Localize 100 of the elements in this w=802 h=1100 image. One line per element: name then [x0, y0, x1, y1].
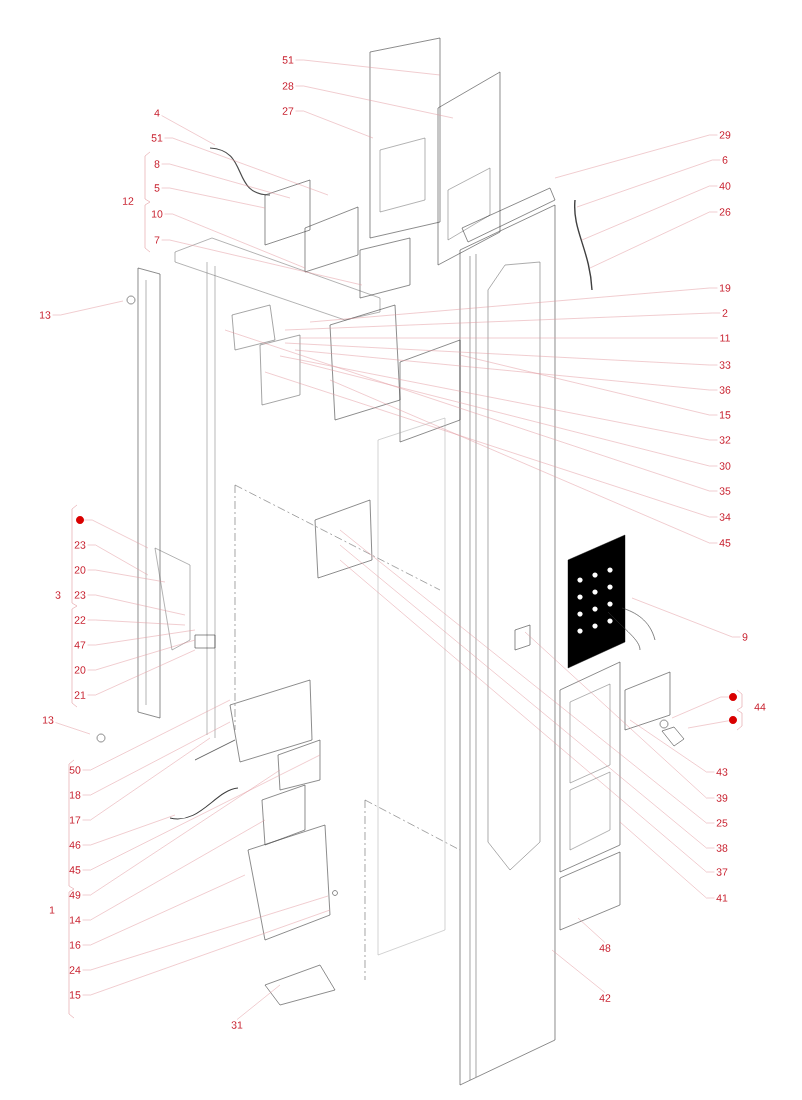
group-number: 1 — [49, 906, 55, 914]
leader-line — [161, 239, 363, 286]
leader-line — [279, 355, 718, 441]
leader-line — [236, 984, 281, 1020]
leader-line — [87, 649, 196, 696]
leader-line — [87, 619, 186, 626]
leader-line — [687, 720, 730, 729]
callout-number: 26 — [719, 208, 731, 216]
leader-line — [631, 597, 741, 638]
callout-number: 41 — [716, 894, 728, 902]
leader-line — [164, 137, 329, 196]
callout-number: 15 — [719, 411, 731, 419]
leader-line — [554, 134, 718, 179]
callout-number: 21 — [74, 691, 86, 699]
leader-line — [82, 699, 231, 771]
callout-number: 30 — [719, 462, 731, 470]
leader-line — [224, 329, 718, 492]
callout-number: 45 — [69, 866, 81, 874]
callout-number: 33 — [719, 361, 731, 369]
callout-number: 7 — [154, 236, 160, 244]
callout-number: 4 — [154, 109, 160, 117]
callout-number: 51 — [282, 56, 294, 64]
callout-number: 49 — [69, 891, 81, 899]
callout-number: 47 — [74, 641, 86, 649]
leader-line — [82, 737, 211, 821]
callout-number: 31 — [231, 1021, 243, 1029]
callout-number: 27 — [282, 107, 294, 115]
callout-number: 34 — [719, 513, 731, 521]
callout-number: 46 — [69, 841, 81, 849]
callout-number: 10 — [151, 210, 163, 218]
leader-line — [581, 185, 718, 241]
leader-line — [459, 354, 718, 416]
callout-number: 15 — [69, 991, 81, 999]
leader-line — [284, 312, 721, 331]
callout-number: 13 — [39, 311, 51, 319]
callout-number: 29 — [719, 131, 731, 139]
leader-line — [629, 719, 715, 773]
callout-number: 40 — [719, 182, 731, 190]
callout-number: 23 — [74, 591, 86, 599]
callout-number: 16 — [69, 941, 81, 949]
leader-line — [82, 895, 329, 971]
callout-number: 5 — [154, 184, 160, 192]
leader-line — [309, 287, 718, 323]
leader-line — [577, 917, 606, 943]
callout-number: 24 — [69, 966, 81, 974]
callout-number: 28 — [282, 82, 294, 90]
leader-line — [589, 211, 718, 269]
leader-line — [161, 187, 266, 209]
leader-line — [671, 696, 730, 719]
leader-line — [619, 821, 715, 899]
leader-line — [299, 361, 718, 467]
callout-number: 6 — [722, 156, 728, 164]
leader-line — [164, 213, 306, 269]
leader-line — [295, 85, 454, 119]
callout-number: 42 — [599, 994, 611, 1002]
leader-line — [294, 349, 718, 391]
leader-line — [551, 949, 606, 993]
leader-line — [82, 814, 176, 846]
leader-line — [87, 639, 196, 671]
leader-line — [87, 594, 186, 616]
callout-number: 8 — [154, 160, 160, 168]
callout-number: 36 — [719, 386, 731, 394]
leader-line — [82, 754, 321, 871]
leader-line — [82, 819, 266, 921]
group-number: 3 — [55, 591, 61, 599]
leader-line — [87, 569, 166, 583]
callout-number: 22 — [74, 616, 86, 624]
leader-line — [82, 874, 246, 946]
callout-number: 2 — [722, 309, 728, 317]
callout-number: 25 — [716, 819, 728, 827]
leader-line — [87, 544, 149, 576]
callout-number: 50 — [69, 766, 81, 774]
leader-line — [87, 629, 196, 646]
callout-number: 20 — [74, 666, 86, 674]
callout-number: 37 — [716, 868, 728, 876]
leader-line — [329, 379, 718, 544]
leader-line — [295, 110, 374, 139]
callout-number: 23 — [74, 541, 86, 549]
leader-line — [524, 631, 715, 799]
leader-line — [284, 342, 718, 366]
callout-number: 51 — [151, 134, 163, 142]
callout-number: 13 — [42, 716, 54, 724]
callout-number: 35 — [719, 487, 731, 495]
callout-number: 48 — [599, 944, 611, 952]
callout-number: 9 — [742, 633, 748, 641]
callout-number: 17 — [69, 816, 81, 824]
callout-number: 18 — [69, 791, 81, 799]
leader-line — [161, 163, 291, 199]
leader-line — [82, 769, 281, 896]
callout-number: 20 — [74, 566, 86, 574]
leader-line — [52, 300, 124, 316]
callout-number: 19 — [719, 284, 731, 292]
callout-number: 32 — [719, 436, 731, 444]
leader-line — [161, 115, 216, 146]
leader-line — [576, 159, 721, 208]
group-number: 44 — [754, 703, 766, 711]
leader-line — [264, 371, 718, 518]
callout-number: 38 — [716, 844, 728, 852]
leader-line — [82, 721, 231, 796]
callout-number: 11 — [720, 334, 730, 342]
